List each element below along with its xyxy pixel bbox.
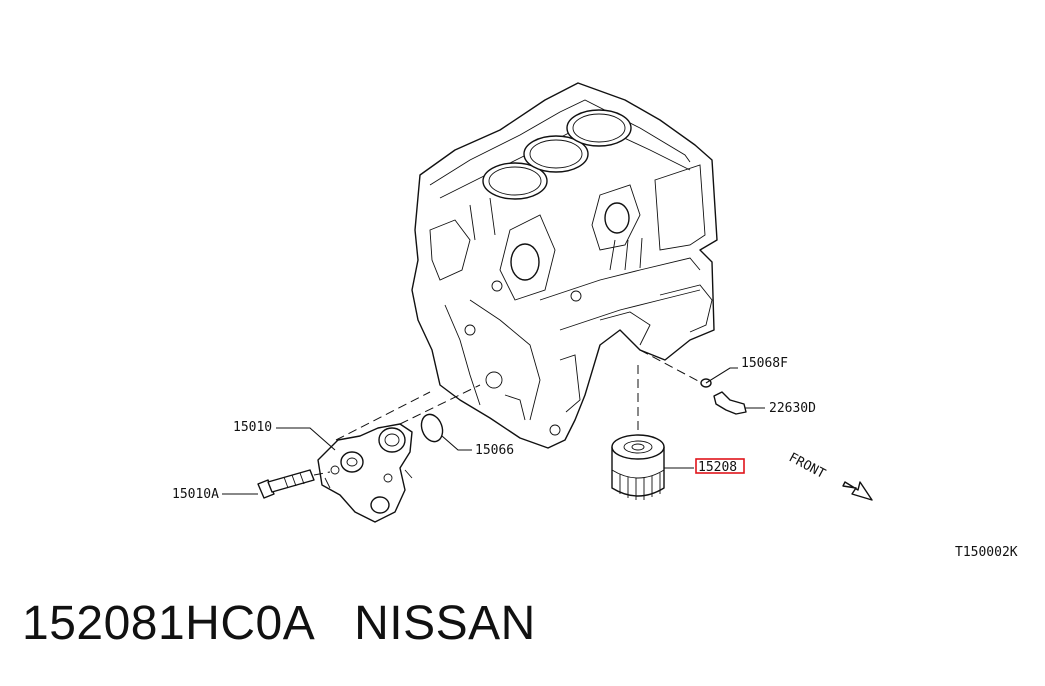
part-number-title: 152081HC0A NISSAN (22, 597, 536, 650)
oil-filter (611, 434, 665, 500)
callout-15066: 15066 (475, 443, 514, 458)
callout-22630d: 22630D (769, 401, 816, 416)
callout-15068f: 15068F (741, 356, 788, 371)
engine-block (411, 82, 718, 449)
callout-15010: 15010 (233, 420, 272, 435)
o-ring (420, 413, 444, 443)
callout-leaders (222, 367, 765, 495)
highlight-box (695, 458, 745, 474)
figure-code: T150002K (955, 545, 1018, 560)
cylinder-bores (482, 109, 632, 200)
pump-bolt (257, 469, 331, 499)
pressure-switch (700, 378, 747, 415)
callout-15208[interactable]: 15208 (698, 460, 737, 475)
oil-pump (317, 423, 413, 523)
front-arrow-icon (842, 481, 873, 501)
callout-15010a: 15010A (172, 487, 219, 502)
front-indicator: FRONT (786, 450, 873, 501)
parts-diagram: 15068F 22630D 15208 15066 15010 15010A F… (172, 82, 1018, 560)
front-label: FRONT (786, 450, 828, 482)
